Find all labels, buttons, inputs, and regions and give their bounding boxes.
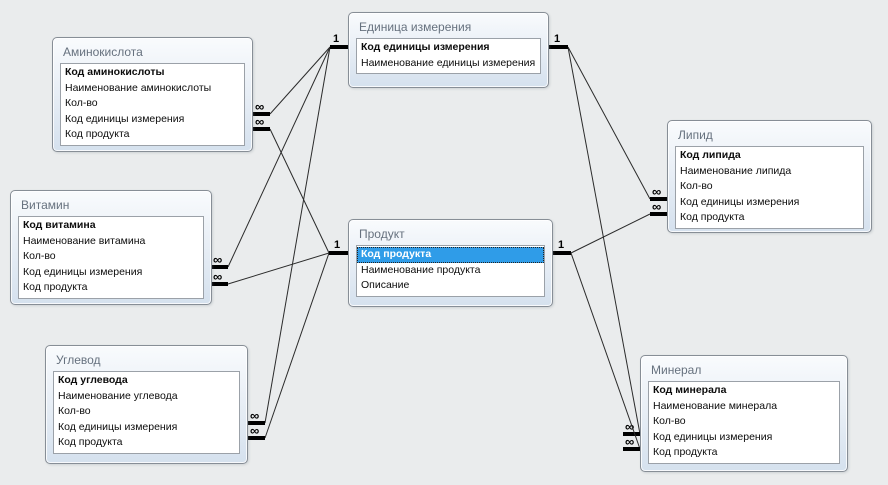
field-list: Код липида Наименование липида Кол-во Ко… [675,146,864,229]
field-row[interactable]: Код продукта [23,281,88,293]
many-side-bar [650,197,667,201]
relationship-line[interactable] [570,213,651,254]
field-row[interactable]: Код единицы измерения [653,430,773,443]
cardinality-many-label: ∞ [652,184,661,199]
field-row[interactable]: Наименование аминокислоты [65,81,212,94]
relationship-line[interactable] [567,46,641,435]
one-side-bar [549,45,568,49]
cardinality-one-label: 1 [558,239,564,251]
field-row[interactable]: Код продукта [58,436,123,448]
relationship-line[interactable] [227,46,331,268]
relationship-line[interactable] [269,46,331,115]
many-side-bar [211,282,228,286]
one-side-bar [552,251,571,255]
table-title[interactable]: Минерал [651,363,702,377]
many-side-bar [650,212,667,216]
field-row[interactable]: Описание [361,279,410,291]
field-row[interactable]: Код единицы измерения [23,265,143,278]
cardinality-many-label: ∞ [625,419,634,434]
cardinality-many-label: ∞ [213,252,222,267]
cardinality-many-label: ∞ [213,269,222,284]
field-row[interactable]: Наименование липида [680,164,792,177]
field-row[interactable]: Наименование продукта [361,263,481,276]
field-list: Код аминокислоты Наименование аминокисло… [60,63,245,146]
field-row[interactable]: Код аминокислоты [65,66,165,78]
field-row[interactable]: Наименование минерала [653,399,778,412]
table-title[interactable]: Аминокислота [63,45,143,59]
table-title[interactable]: Продукт [359,227,405,241]
relationship-line[interactable] [264,252,330,439]
table-edinitsa-izmereniya[interactable]: Единица измерения Код единицы измерения … [348,12,549,88]
table-title[interactable]: Углевод [56,353,101,367]
many-side-bar [623,432,640,436]
relationship-line[interactable] [567,46,651,200]
table-produkt[interactable]: Продукт Код продукта Наименование продук… [348,219,553,307]
field-row[interactable]: Код продукта [680,211,745,223]
field-row[interactable]: Наименование витамина [23,234,146,247]
field-row[interactable]: Код витамина [23,219,96,231]
many-side-bar [253,112,270,116]
field-row[interactable]: Код единицы измерения [65,112,185,125]
cardinality-one-label: 1 [333,33,339,45]
field-row[interactable]: Кол-во [23,250,56,262]
field-row[interactable]: Наименование углевода [58,389,178,402]
field-row[interactable]: Код единицы измерения [680,195,800,208]
field-row[interactable]: Кол-во [58,405,91,417]
table-title[interactable]: Липид [678,128,713,142]
field-list: Код продукта Наименование продукта Описа… [356,245,545,297]
field-row[interactable]: Наименование единицы измерения [361,56,536,69]
field-row-selected[interactable]: Код продукта [357,247,544,263]
table-lipid[interactable]: Липид Код липида Наименование липида Кол… [667,120,872,233]
field-row[interactable]: Кол-во [680,180,713,192]
cardinality-many-label: ∞ [652,199,661,214]
field-list: Код углевода Наименование углевода Кол-в… [53,371,240,454]
relationship-line[interactable] [264,46,331,424]
one-side-bar [330,45,349,49]
relationship-line[interactable] [227,252,330,285]
field-row[interactable]: Код единицы измерения [361,41,490,53]
field-list: Код единицы измерения Наименование едини… [356,38,541,74]
field-row[interactable]: Кол-во [653,415,686,427]
field-row[interactable]: Код минерала [653,384,727,396]
many-side-bar [248,436,265,440]
many-side-bar [211,265,228,269]
cardinality-many-label: ∞ [250,408,259,423]
field-row[interactable]: Код продукта [65,128,130,140]
table-aminokislota[interactable]: Аминокислота Код аминокислоты Наименован… [52,37,253,152]
cardinality-one-label: 1 [334,239,340,251]
one-side-bar [329,251,348,255]
table-title[interactable]: Единица измерения [359,20,472,34]
field-row[interactable]: Кол-во [65,97,98,109]
many-side-bar [623,447,640,451]
relationship-line[interactable] [570,252,641,450]
table-mineral[interactable]: Минерал Код минерала Наименование минера… [640,355,848,472]
cardinality-many-label: ∞ [255,99,264,114]
table-title[interactable]: Витамин [21,198,70,212]
field-row[interactable]: Код липида [680,149,741,161]
relationship-line[interactable] [269,128,330,254]
field-row[interactable]: Код углевода [58,374,128,386]
cardinality-many-label: ∞ [625,434,634,449]
field-list: Код минерала Наименование минерала Кол-в… [648,381,840,464]
many-side-bar [248,421,265,425]
many-side-bar [253,127,270,131]
field-row[interactable]: Код единицы измерения [58,420,178,433]
field-row[interactable]: Код продукта [653,446,718,458]
field-list: Код витамина Наименование витамина Кол-в… [18,216,204,299]
table-uglevod[interactable]: Углевод Код углевода Наименование углево… [45,345,248,464]
table-vitamin[interactable]: Витамин Код витамина Наименование витами… [10,190,212,305]
cardinality-many-label: ∞ [255,114,264,129]
cardinality-many-label: ∞ [250,423,259,438]
cardinality-one-label: 1 [554,33,560,45]
